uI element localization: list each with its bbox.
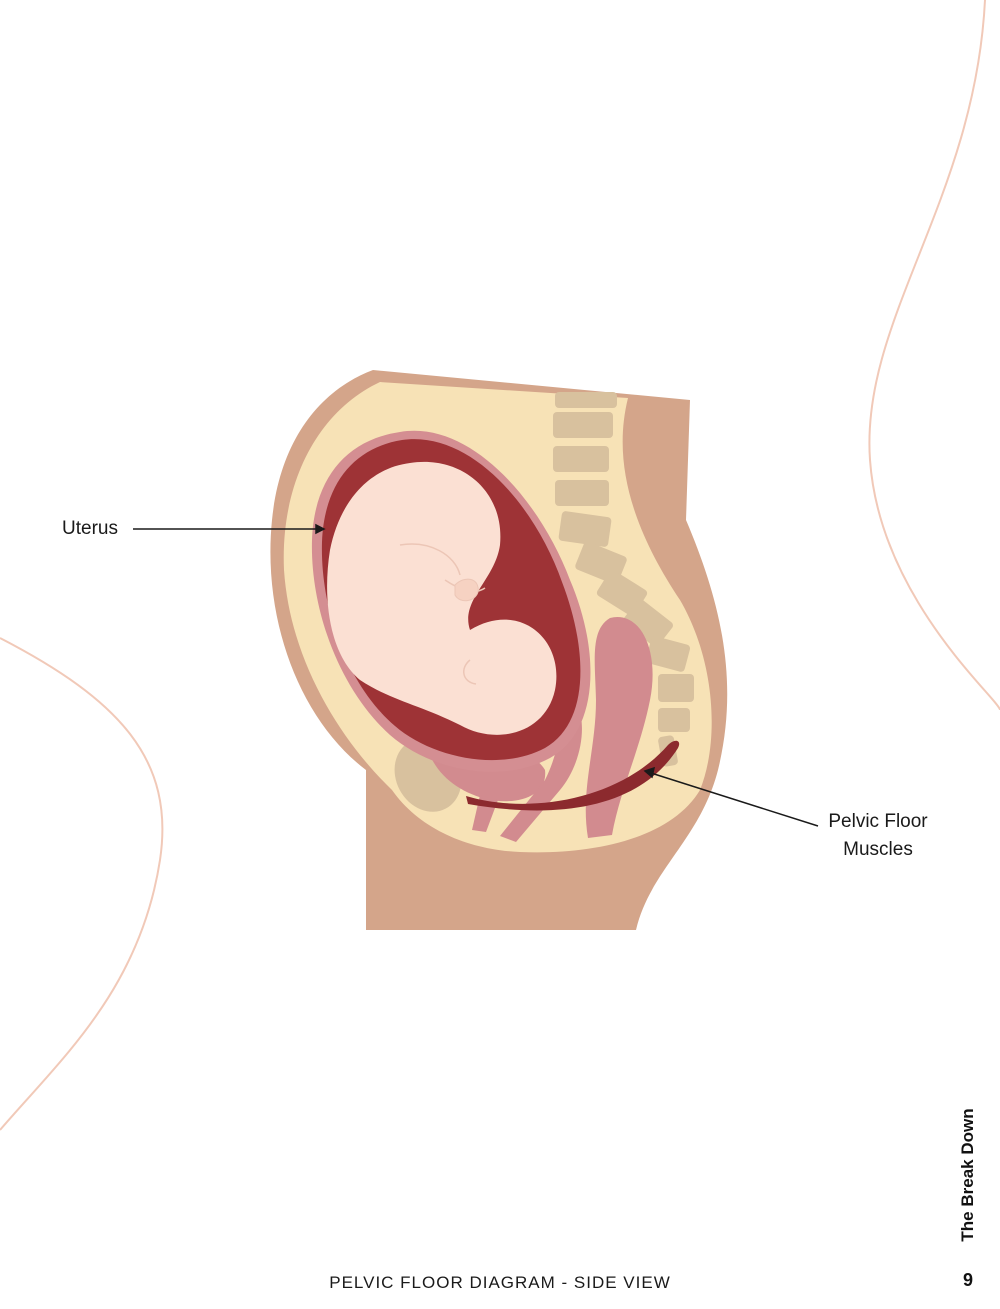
section-title: The Break Down — [958, 1108, 977, 1242]
pelvic-floor-label-line2: Muscles — [843, 839, 913, 860]
fetus — [327, 461, 557, 735]
pelvic-floor-label-line1: Pelvic Floor — [828, 811, 928, 832]
page-number: 9 — [962, 1270, 973, 1290]
pelvic-floor-leader-line — [650, 772, 819, 827]
rectum — [585, 616, 653, 838]
leader-lines — [133, 523, 819, 827]
figure-caption: PELVIC FLOOR DIAGRAM - SIDE VIEW — [329, 1273, 671, 1292]
fetus-hand — [454, 578, 479, 602]
spine — [553, 392, 694, 767]
pelvic-floor-muscles — [466, 740, 680, 811]
fetus-ear — [463, 659, 477, 685]
decorative-curve-left — [0, 637, 164, 1131]
decorative-curve-right — [868, 0, 1000, 711]
uterus-label: Uterus — [62, 518, 118, 539]
pelvic-floor-label: Pelvic Floor Muscles — [818, 808, 938, 864]
uterus-arrowhead — [315, 523, 326, 535]
fetus-body — [327, 461, 557, 735]
pelvic-floor-arrowhead — [643, 766, 656, 779]
